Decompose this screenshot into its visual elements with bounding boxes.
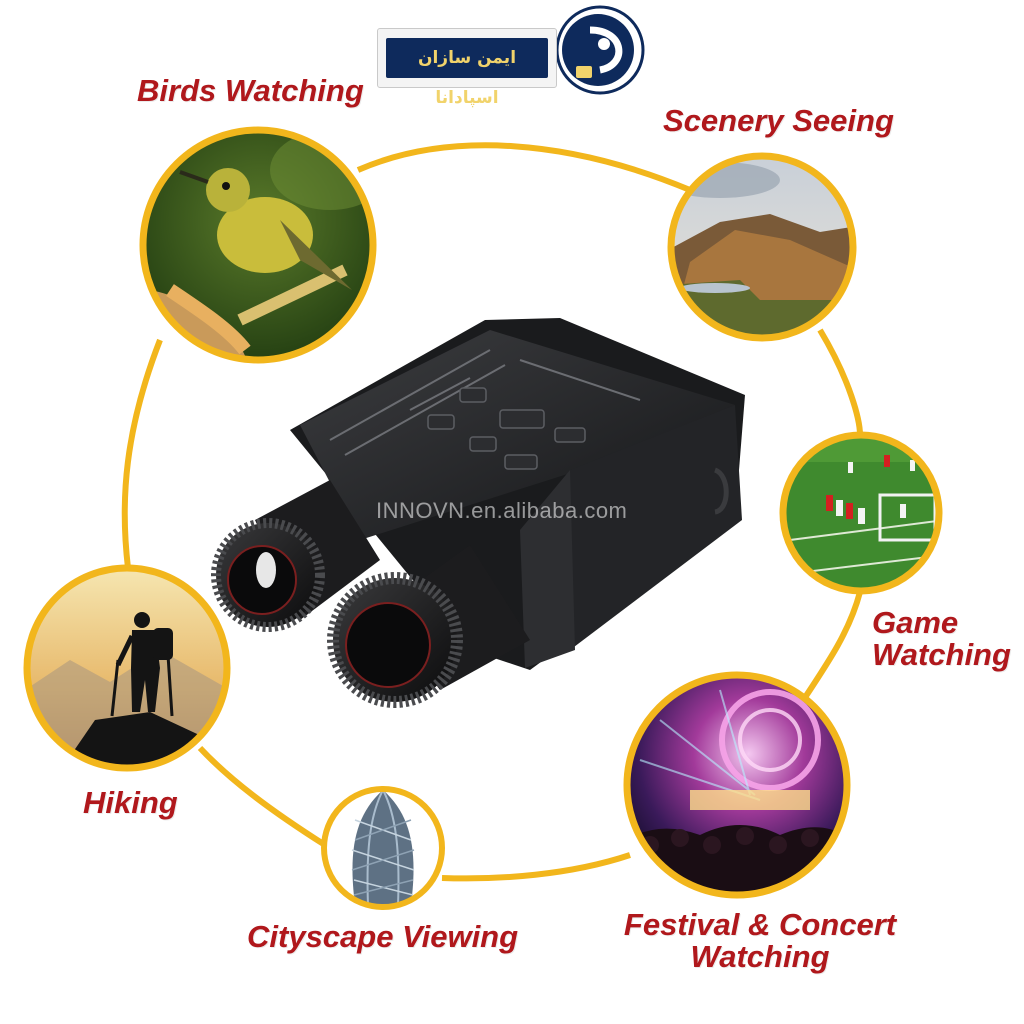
label-festival-concert: Festival & Concert	[623, 907, 897, 942]
scenery-photo	[667, 152, 857, 342]
hiker-photo	[23, 564, 231, 772]
gherkin-tower-photo	[321, 786, 445, 910]
company-logo: ایمن سازان اسپادانا	[377, 28, 557, 108]
watermark: INNOVN.en.alibaba.com	[376, 498, 628, 523]
label-hiking: Hiking	[83, 785, 178, 820]
binoculars-icon	[211, 318, 745, 708]
label-festival-watching: Watching	[690, 939, 830, 974]
company-logo-text: ایمن سازان اسپادانا	[386, 38, 548, 108]
connector-ring	[121, 142, 863, 882]
bird-photo	[139, 126, 377, 364]
label-game: Game	[872, 605, 959, 640]
label-birds-watching: Birds Watching	[137, 73, 364, 108]
company-logo-emblem	[555, 5, 645, 95]
soccer-photo	[779, 431, 943, 595]
label-cityscape-viewing: Cityscape Viewing	[247, 919, 519, 954]
label-game-watching: Watching	[872, 637, 1011, 672]
label-scenery-seeing: Scenery Seeing	[663, 103, 894, 138]
concert-photo	[623, 671, 851, 899]
